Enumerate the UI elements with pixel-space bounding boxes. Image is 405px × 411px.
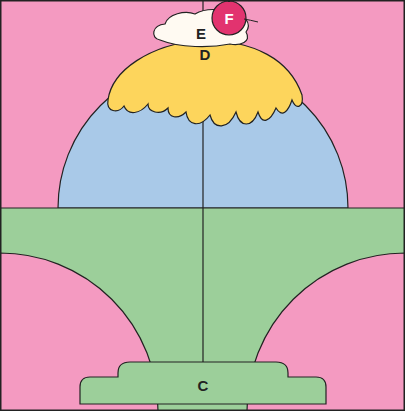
custard-drip <box>108 40 303 126</box>
base-label: C <box>195 376 212 395</box>
part-letter: E <box>196 25 206 42</box>
pedestal-base <box>80 362 326 404</box>
cream-label: E <box>193 24 209 43</box>
custard-label: D <box>197 45 214 64</box>
cherry-label: F <box>221 9 236 28</box>
cherry <box>212 1 246 35</box>
cherry-stem <box>244 19 258 22</box>
part-letter: C <box>198 377 209 394</box>
part-letter: F <box>224 10 233 27</box>
part-letter: D <box>200 46 211 63</box>
